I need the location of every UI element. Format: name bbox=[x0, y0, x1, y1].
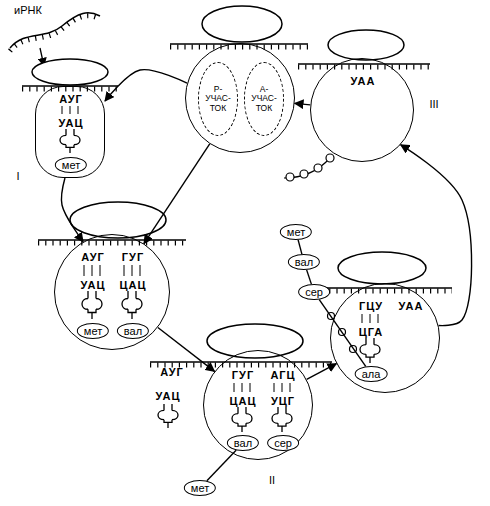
ribosome: вал сер ГУГ АГЦ ЦАЦ УЦГ bbox=[203, 350, 313, 460]
codon: УЦГ bbox=[271, 395, 295, 407]
codon: ЦАЦ bbox=[229, 395, 256, 407]
amino-acid-name: вал bbox=[234, 437, 252, 449]
codon: АУГ bbox=[160, 366, 184, 378]
codon: ЦАЦ bbox=[119, 279, 146, 291]
ribosome: Р- УЧАС- ТОК А- УЧАС- ТОК bbox=[185, 43, 295, 153]
peptide-bond bbox=[298, 240, 302, 254]
peptide-bond bbox=[307, 270, 312, 284]
small-subunit bbox=[32, 6, 426, 358]
flow-arrow bbox=[401, 145, 472, 326]
stage-label: II bbox=[269, 474, 275, 486]
amino-acid: ала bbox=[355, 366, 388, 382]
amino-acid-name: сер bbox=[274, 437, 292, 449]
codon: ЦГА bbox=[359, 326, 384, 338]
amino-acid: мет bbox=[280, 224, 312, 240]
amino-acid-name: сер bbox=[305, 286, 323, 298]
flow-arrow bbox=[158, 328, 215, 372]
amino-acid: сер bbox=[298, 284, 330, 300]
codon: ГУГ bbox=[122, 251, 144, 263]
codon: УАА bbox=[351, 75, 376, 87]
amino-acid: мет bbox=[77, 323, 109, 339]
mrna-strand bbox=[10, 13, 452, 365]
ribosome: ала ГЦУ УАА ЦГА bbox=[330, 283, 440, 393]
amino-acid: вал bbox=[288, 254, 320, 270]
flow-arrow bbox=[105, 70, 187, 101]
ribosome: мет вал АУГ ГУГ УАЦ ЦАЦ bbox=[54, 234, 170, 350]
codon: УАЦ bbox=[59, 117, 84, 129]
stage-label: III bbox=[429, 98, 438, 110]
stage-label: I bbox=[16, 170, 19, 182]
codon: АУГ bbox=[59, 93, 83, 105]
codon: УАА bbox=[399, 300, 424, 312]
trna bbox=[60, 129, 380, 432]
amino-acid: вал bbox=[117, 323, 149, 339]
ribosome: мет АУГ УАЦ bbox=[35, 86, 105, 178]
codon: АУГ bbox=[81, 251, 105, 263]
amino-acid-name: мет bbox=[84, 325, 102, 337]
ribosome-site: А- УЧАС- ТОК bbox=[244, 62, 284, 136]
stage-label: иРНК bbox=[14, 4, 42, 16]
amino-acid: мет bbox=[55, 157, 87, 173]
amino-acid-name: мет bbox=[287, 226, 305, 238]
flow-arrow bbox=[307, 364, 337, 380]
codon: ГЦУ bbox=[359, 300, 383, 312]
site-name: А- УЧАС- ТОК bbox=[248, 85, 280, 113]
flow-arrow bbox=[295, 103, 311, 105]
amino-acid-name: ала bbox=[362, 368, 381, 380]
site-name: Р- УЧАС- ТОК bbox=[202, 85, 234, 113]
flow-arrow bbox=[144, 144, 210, 244]
ribosome: УАА bbox=[310, 58, 414, 162]
amino-acid-name: мет bbox=[191, 482, 209, 494]
amino-acid-name: вал bbox=[295, 256, 313, 268]
codon: УАЦ bbox=[81, 279, 106, 291]
ribosome-site: Р- УЧАС- ТОК bbox=[198, 62, 238, 136]
codon: УАЦ bbox=[156, 390, 181, 402]
peptide-bond bbox=[207, 450, 236, 481]
amino-acid: вал bbox=[227, 435, 259, 451]
polypeptide-bead bbox=[284, 154, 357, 353]
amino-acid-name: вал bbox=[124, 325, 142, 337]
codon: АГЦ bbox=[270, 369, 295, 381]
amino-acid: сер bbox=[267, 435, 299, 451]
amino-acid: мет bbox=[184, 480, 216, 496]
flow-arrow bbox=[62, 178, 84, 242]
amino-acid-name: мет bbox=[62, 159, 80, 171]
codon: ГУГ bbox=[232, 369, 254, 381]
